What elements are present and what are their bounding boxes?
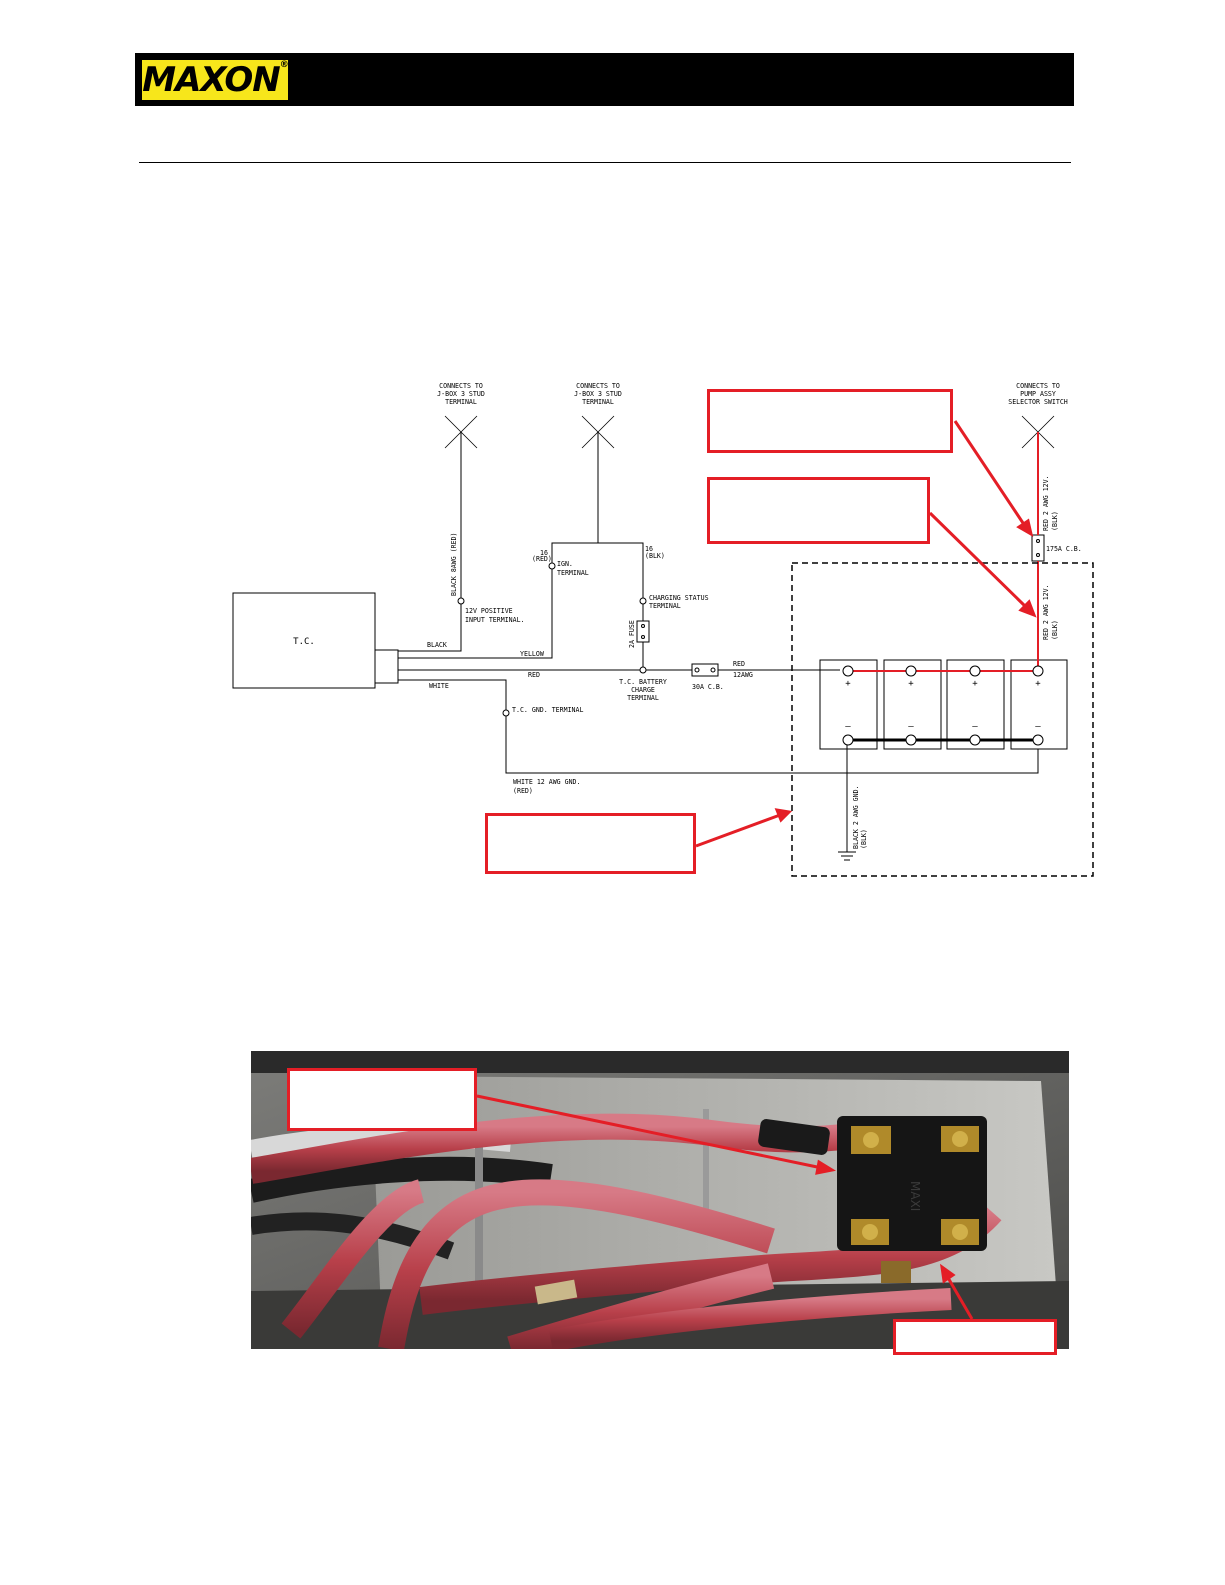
svg-text:T.C. GND. TERMINAL: T.C. GND. TERMINAL: [512, 706, 583, 714]
svg-text:SELECTOR SWITCH: SELECTOR SWITCH: [1008, 398, 1068, 406]
svg-text:RED: RED: [733, 660, 745, 668]
svg-text:30A C.B.: 30A C.B.: [692, 683, 724, 691]
connect-jbox-2-label: CONNECTS TO J-BOX 3 STUD TERMINAL: [574, 382, 622, 406]
svg-text:CHARGE: CHARGE: [631, 686, 655, 694]
connect-jbox-1-label: CONNECTS TO J-BOX 3 STUD TERMINAL: [437, 382, 485, 406]
header-rule: [139, 162, 1071, 163]
svg-text:16: 16: [540, 549, 548, 557]
svg-text:12AWG: 12AWG: [733, 671, 753, 679]
svg-text:TERMINAL: TERMINAL: [582, 398, 614, 406]
svg-text:–: –: [1035, 722, 1041, 732]
svg-text:16: 16: [645, 545, 653, 553]
svg-text:IGN.: IGN.: [557, 560, 573, 568]
svg-text:–: –: [908, 722, 914, 732]
svg-text:TERMINAL: TERMINAL: [557, 569, 589, 577]
battery-box-photo: MAXI: [251, 1051, 1069, 1349]
callout-photo-cable: [893, 1319, 1057, 1355]
svg-text:PUMP ASSY: PUMP ASSY: [1020, 390, 1056, 398]
svg-text:+: +: [972, 679, 978, 689]
callout-photo-breaker: [287, 1068, 477, 1131]
wiring-diagram: CONNECTS TO J-BOX 3 STUD TERMINAL CONNEC…: [232, 382, 1094, 877]
svg-text:RED 2 AWG 12V.: RED 2 AWG 12V.: [1042, 584, 1050, 640]
svg-text:J-BOX 3 STUD: J-BOX 3 STUD: [437, 390, 485, 398]
svg-text:RED 2 AWG 12V.: RED 2 AWG 12V.: [1042, 475, 1050, 531]
svg-text:(RED): (RED): [532, 555, 552, 563]
logo-text: MAXON®: [142, 60, 289, 100]
svg-text:(BLK): (BLK): [645, 552, 665, 560]
svg-text:INPUT TERMINAL.: INPUT TERMINAL.: [465, 616, 525, 624]
maxon-logo: MAXON®: [140, 58, 290, 102]
svg-text:TERMINAL: TERMINAL: [649, 602, 681, 610]
battery-box: [791, 562, 1094, 877]
svg-text:12V POSITIVE: 12V POSITIVE: [465, 607, 513, 615]
svg-text:(RED): (RED): [513, 787, 533, 795]
svg-text:+: +: [908, 679, 914, 689]
svg-text:BLACK: BLACK: [427, 641, 447, 649]
svg-text:CHARGING STATUS: CHARGING STATUS: [649, 594, 709, 602]
svg-text:J-BOX 3 STUD: J-BOX 3 STUD: [574, 390, 622, 398]
svg-text:WHITE: WHITE: [429, 682, 449, 690]
callout-red-cable: [707, 477, 930, 544]
connect-pump-label: CONNECTS TO PUMP ASSY SELECTOR SWITCH: [1008, 382, 1068, 406]
svg-text:BLACK 2 AWG GND.: BLACK 2 AWG GND.: [852, 785, 860, 849]
svg-text:2A FUSE: 2A FUSE: [628, 620, 636, 648]
svg-text:(BLK): (BLK): [1051, 511, 1059, 531]
tc-label: T.C.: [293, 637, 315, 647]
svg-text:–: –: [972, 722, 978, 732]
svg-text:+: +: [845, 679, 851, 689]
svg-text:TERMINAL: TERMINAL: [627, 694, 659, 702]
svg-text:CONNECTS TO: CONNECTS TO: [1016, 382, 1060, 390]
header-bar: [135, 53, 1074, 106]
svg-text:CONNECTS TO: CONNECTS TO: [439, 382, 483, 390]
svg-text:+: +: [1035, 679, 1041, 689]
svg-text:TERMINAL: TERMINAL: [445, 398, 477, 406]
svg-text:YELLOW: YELLOW: [520, 650, 544, 658]
svg-text:RED: RED: [528, 671, 540, 679]
callout-175a-cb: [707, 389, 953, 453]
svg-text:CONNECTS TO: CONNECTS TO: [576, 382, 620, 390]
svg-text:WHITE 12 AWG GND.: WHITE 12 AWG GND.: [513, 778, 581, 786]
callout-battery-box: [485, 813, 696, 874]
svg-text:MAXI: MAXI: [908, 1181, 922, 1211]
svg-text:T.C. BATTERY: T.C. BATTERY: [619, 678, 667, 686]
svg-text:–: –: [845, 722, 851, 732]
svg-text:(BLK): (BLK): [860, 829, 868, 849]
svg-text:BLACK 8AWG (RED): BLACK 8AWG (RED): [450, 532, 458, 596]
svg-text:175A C.B.: 175A C.B.: [1046, 545, 1082, 553]
svg-text:(BLK): (BLK): [1051, 620, 1059, 640]
